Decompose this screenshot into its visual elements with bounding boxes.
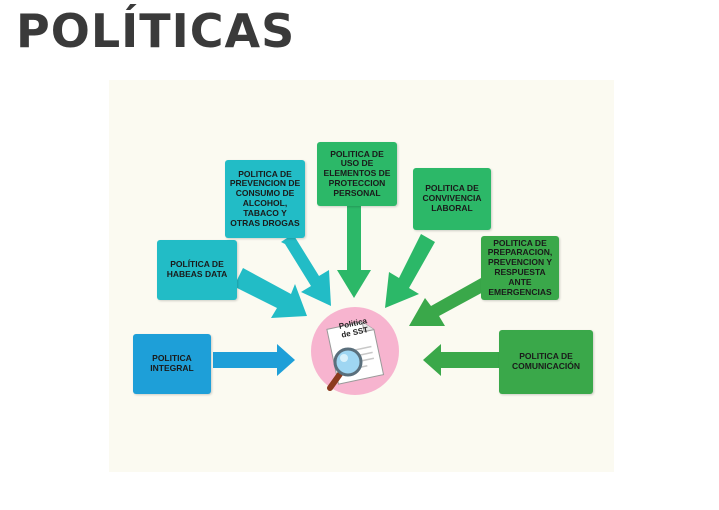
center-policy-sst: Politica de SST (310, 306, 400, 396)
policies-diagram: POLITICA INTEGRAL POLÍTICA DE HABEAS DAT… (109, 80, 614, 472)
node-politica-alcohol-tabaco: POLITICA DE PREVENCION DE CONSUMO DE ALC… (225, 160, 305, 238)
node-politica-emergencias: POLITICA DE PREPARACION, PREVENCION Y RE… (481, 236, 559, 300)
node-politica-epp: POLITICA DE USO DE ELEMENTOS DE PROTECCI… (317, 142, 397, 206)
document-magnifier-icon (311, 307, 399, 395)
node-politica-integral: POLITICA INTEGRAL (133, 334, 211, 394)
arrow-alcohol (281, 234, 331, 306)
node-politica-convivencia: POLITICA DE CONVIVENCIA LABORAL (413, 168, 491, 230)
arrow-epp (337, 206, 371, 298)
arrow-comunicacion (423, 344, 499, 376)
node-politica-habeas-data: POLÍTICA DE HABEAS DATA (157, 240, 237, 300)
node-politica-comunicacion: POLITICA DE COMUNICACIÓN (499, 330, 593, 394)
arrow-habeas (229, 268, 307, 318)
arrow-convivencia (385, 234, 435, 308)
page-title: POLÍTICAS (16, 4, 296, 58)
arrow-integral (213, 344, 295, 376)
arrow-emergencias (409, 278, 487, 326)
arrows-layer (213, 206, 499, 376)
